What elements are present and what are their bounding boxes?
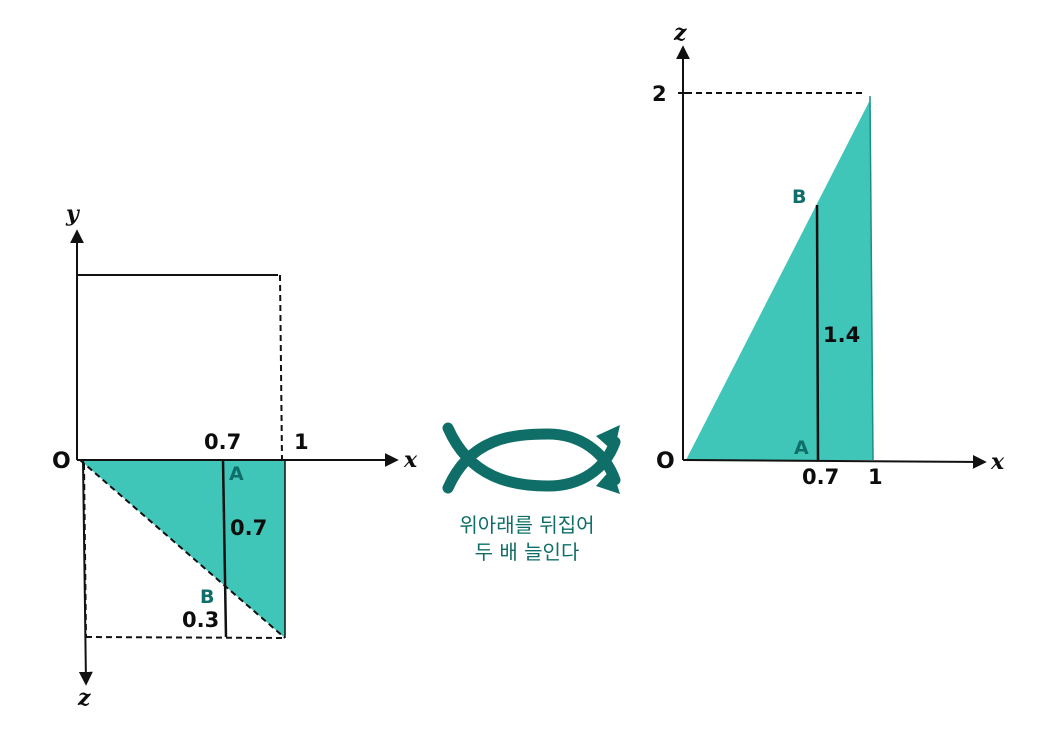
left-tick-1: 1 (294, 430, 309, 454)
flip-arrows-icon (442, 422, 621, 494)
right-right-edge (869, 95, 874, 461)
left-segment-ab (221, 459, 228, 638)
right-tick-07: 0.7 (802, 465, 839, 489)
left-z-axis (78, 459, 93, 686)
right-point-a: A (794, 437, 809, 459)
right-x-axis (682, 454, 987, 469)
right-tick-z-2: 2 (652, 82, 667, 106)
left-point-b: B (200, 586, 214, 608)
left-panel: y x z O 0.7 1 A 0.7 B 0.3 (52, 201, 418, 711)
left-z-axis-label: z (77, 685, 91, 711)
left-x-axis-label: x (403, 447, 418, 473)
right-x-axis-label: x (990, 449, 1005, 475)
right-point-b: B (792, 186, 806, 208)
left-below-b-label: 0.3 (182, 608, 219, 632)
left-point-a: A (229, 463, 244, 485)
left-y-axis-label: y (65, 201, 81, 227)
right-tick-1: 1 (868, 465, 883, 489)
right-origin-label: O (656, 449, 675, 474)
left-hypotenuse (79, 459, 286, 639)
left-tick-07: 0.7 (204, 430, 241, 454)
right-panel: z 2 B 1.4 O A 0.7 1 x (652, 20, 1005, 489)
left-origin-label: O (52, 449, 71, 474)
left-segment-label: 0.7 (230, 516, 267, 540)
left-lower-bottom-dashed (85, 636, 286, 639)
right-z-axis-label: z (673, 20, 687, 46)
transform-caption-line2: 두 배 늘인다 (475, 540, 580, 564)
right-shaded-region (686, 100, 873, 460)
right-segment-ab (815, 204, 820, 461)
left-right-dashed-edge (279, 274, 283, 461)
transform-caption-line1: 위아래를 뒤집어 (459, 513, 594, 537)
right-segment-label: 1.4 (823, 323, 860, 347)
